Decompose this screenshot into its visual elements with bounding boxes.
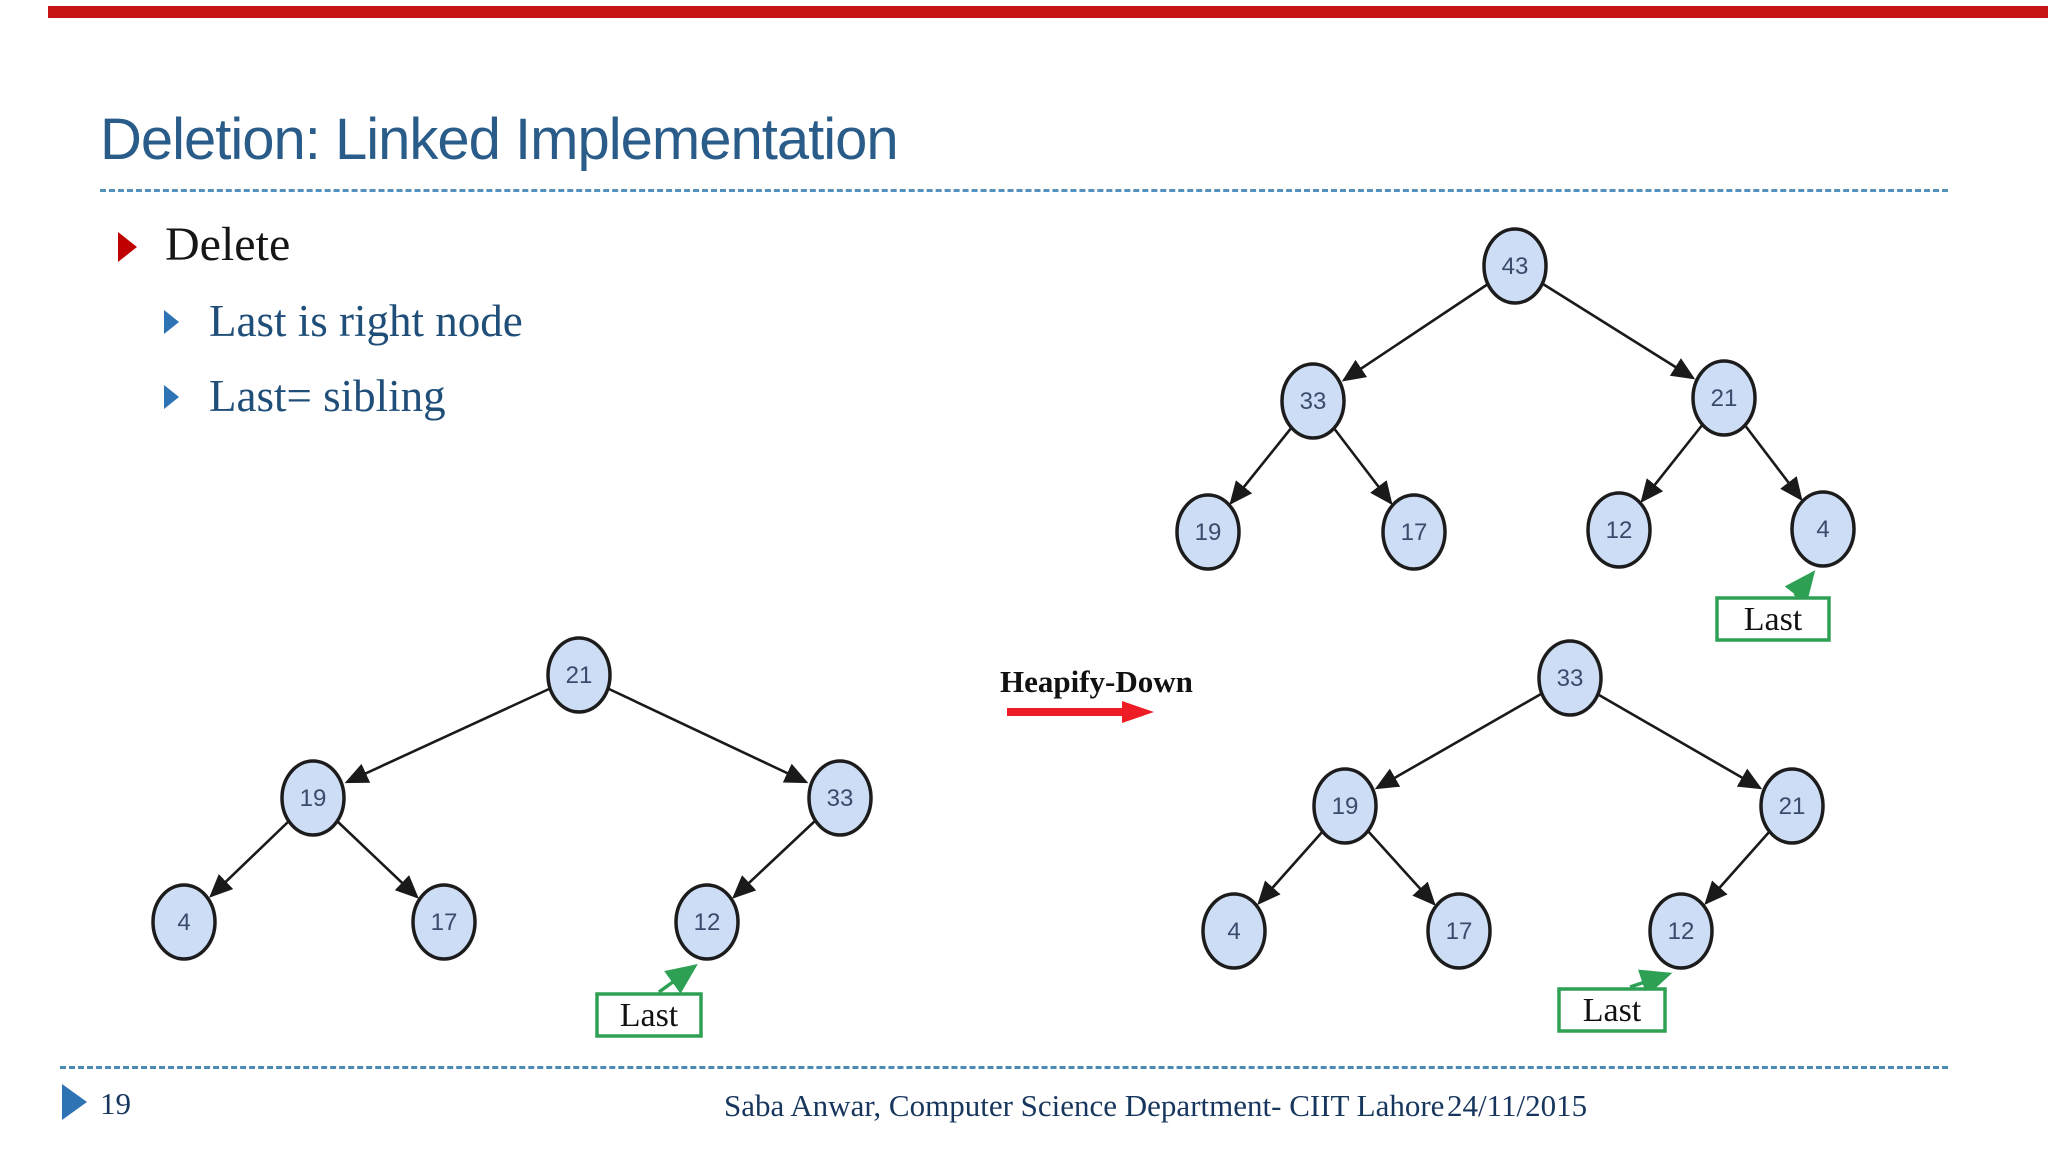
footer-date: 24/11/2015 xyxy=(1447,1088,1588,1123)
tree-node: 21 xyxy=(1759,767,1825,845)
svg-text:Last: Last xyxy=(620,997,679,1034)
tree-edge xyxy=(209,820,290,898)
svg-text:17: 17 xyxy=(431,909,458,936)
svg-text:21: 21 xyxy=(1779,793,1806,820)
tree-node: 17 xyxy=(1426,892,1492,970)
tree-after-replace-diagram: 21 19 33 4 17 12 Last xyxy=(151,636,873,1038)
svg-text:33: 33 xyxy=(1557,665,1584,692)
tree-edge xyxy=(1331,426,1393,506)
svg-text:21: 21 xyxy=(566,662,593,689)
bullet-last-is-right-node: Last is right node xyxy=(164,296,523,346)
bullet-last-is-right-node-label: Last is right node xyxy=(209,296,523,346)
svg-text:12: 12 xyxy=(694,909,721,936)
tree-edge xyxy=(1542,282,1696,380)
tree-node: 19 xyxy=(1175,493,1241,571)
svg-text:19: 19 xyxy=(1332,793,1359,820)
tree-node: 19 xyxy=(280,759,346,837)
heapify-down-label: Heapify-Down xyxy=(1000,664,1193,699)
svg-text:19: 19 xyxy=(1195,519,1222,546)
tree-edge xyxy=(1257,830,1324,905)
tree-node: 33 xyxy=(1280,362,1346,440)
tree-node: 4 xyxy=(151,883,217,961)
svg-text:17: 17 xyxy=(1446,918,1473,945)
tree-edge xyxy=(336,820,419,899)
tree-node: 43 xyxy=(1482,227,1548,305)
tree-node: 21 xyxy=(1691,359,1757,437)
bullet-last-sibling: Last= sibling xyxy=(164,371,446,421)
svg-text:4: 4 xyxy=(1816,516,1829,543)
tree-edge xyxy=(344,687,550,784)
svg-text:19: 19 xyxy=(300,785,327,812)
tree-edge xyxy=(1640,423,1705,504)
title-divider xyxy=(100,189,1948,192)
last-box: Last xyxy=(1557,987,1667,1033)
svg-text:Last: Last xyxy=(1583,992,1642,1029)
heapify-down-arrow-icon xyxy=(1007,701,1154,723)
page-title: Deletion: Linked Implementation xyxy=(100,107,899,172)
tree-node: 12 xyxy=(674,883,740,961)
blue-triangle-bullet-icon xyxy=(164,385,179,409)
page-number: 19 xyxy=(100,1086,131,1121)
tree-node: 33 xyxy=(1537,639,1603,717)
tree-node: 33 xyxy=(807,759,873,837)
svg-text:Last: Last xyxy=(1744,601,1803,638)
tree-initial-heap-diagram: 43 33 21 19 17 12 4 Last xyxy=(1175,227,1856,642)
svg-text:12: 12 xyxy=(1606,517,1633,544)
tree-node: 12 xyxy=(1586,491,1652,569)
tree-edge xyxy=(1704,830,1771,905)
svg-text:33: 33 xyxy=(827,785,854,812)
last-box: Last xyxy=(595,992,703,1038)
tree-edge xyxy=(1229,426,1294,506)
tree-node: 12 xyxy=(1648,892,1714,970)
top-accent-bar xyxy=(48,6,2048,18)
footer-credit: Saba Anwar, Computer Science Department-… xyxy=(724,1088,1445,1123)
tree-edge xyxy=(1374,692,1542,790)
svg-text:4: 4 xyxy=(1227,918,1240,945)
tree-node: 19 xyxy=(1312,767,1378,845)
bullet-last-sibling-label: Last= sibling xyxy=(209,371,446,421)
tree-node: 21 xyxy=(546,636,612,714)
tree-node: 4 xyxy=(1201,892,1267,970)
svg-text:33: 33 xyxy=(1300,388,1327,415)
tree-edge xyxy=(732,819,817,899)
svg-text:17: 17 xyxy=(1401,519,1428,546)
tree-node: 4 xyxy=(1790,490,1856,568)
bullet-delete-label: Delete xyxy=(165,218,291,271)
tree-edge xyxy=(1598,693,1763,790)
svg-text:4: 4 xyxy=(177,909,190,936)
last-pointer-arrow-icon xyxy=(657,963,698,994)
tree-edge xyxy=(608,687,809,784)
tree-edge xyxy=(1341,282,1489,382)
last-box: Last xyxy=(1715,596,1831,642)
svg-text:43: 43 xyxy=(1502,253,1529,280)
svg-text:12: 12 xyxy=(1668,918,1695,945)
tree-after-heapify-diagram: 33 19 21 4 17 12 Last xyxy=(1201,639,1825,1033)
footer-divider xyxy=(60,1066,1948,1069)
svg-text:21: 21 xyxy=(1711,385,1738,412)
tree-node: 17 xyxy=(1381,493,1447,571)
tree-node: 17 xyxy=(411,883,477,961)
footer-triangle-icon xyxy=(62,1084,87,1120)
red-triangle-bullet-icon xyxy=(118,232,137,262)
last-pointer-arrow-icon xyxy=(1629,969,1673,997)
last-pointer-arrow-icon xyxy=(1784,570,1816,604)
tree-edge xyxy=(1742,423,1803,502)
tree-edge xyxy=(1366,829,1436,906)
blue-triangle-bullet-icon xyxy=(164,310,179,334)
bullet-delete: Delete xyxy=(118,218,291,271)
